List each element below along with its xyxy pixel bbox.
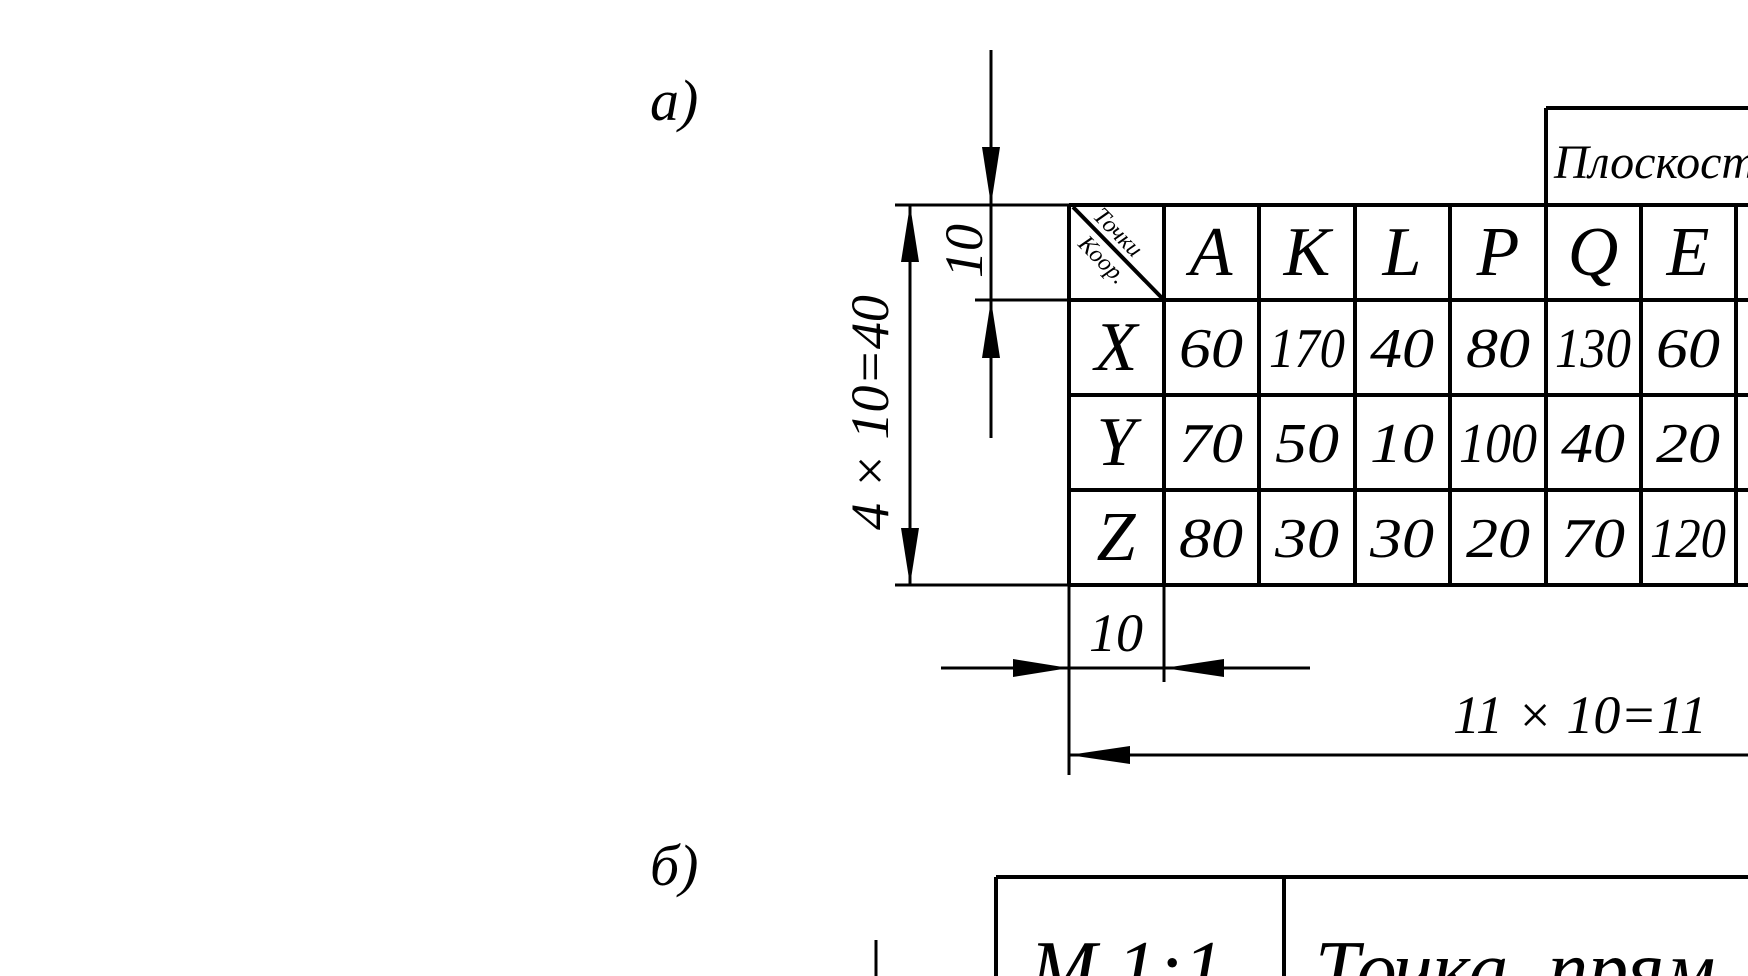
table-cell: 20 <box>1656 413 1720 475</box>
arrow-up-icon <box>901 205 919 262</box>
table-cell: 30 <box>1274 508 1339 570</box>
table-cell: 50 <box>1275 413 1339 475</box>
table-height-dimension: 4 × 10=40 <box>840 205 1069 587</box>
axis-label: Z <box>1097 499 1137 576</box>
axis-label: X <box>1092 309 1141 386</box>
table-cell: 70 <box>1179 413 1243 475</box>
arrow-up-icon <box>982 300 1000 358</box>
table-height-label: 4 × 10=40 <box>840 295 900 530</box>
point-header: E <box>1666 214 1710 291</box>
point-header: Q <box>1568 214 1619 291</box>
table-width-dimension: 11 × 10=11 <box>1069 685 1748 764</box>
table-cell: 100 <box>1459 413 1537 475</box>
table-cell: 60 <box>1179 318 1243 380</box>
table-cell: 70 <box>1561 508 1625 570</box>
title-label: Точка, прям <box>1315 926 1715 976</box>
scale-label: М 1:1 <box>1029 926 1223 976</box>
point-header: K <box>1283 214 1334 291</box>
table-cell: 170 <box>1269 318 1345 380</box>
table-cell: 80 <box>1179 508 1243 570</box>
table-width-label: 11 × 10=11 <box>1453 685 1707 745</box>
coordinate-table: Точки Коор. A K L P Q E X 60 170 40 80 1… <box>1067 203 1748 587</box>
row-height-dimension: 10 <box>895 50 1069 438</box>
column-width-dimension: 10 <box>941 585 1310 775</box>
arrow-down-icon <box>901 528 919 585</box>
row-height-label: 10 <box>934 224 994 278</box>
arrow-left-icon <box>1164 659 1224 677</box>
table-cell: 120 <box>1650 508 1726 570</box>
table-cell: 130 <box>1555 318 1631 380</box>
table-cell: 40 <box>1370 318 1434 380</box>
table-cell: 20 <box>1466 508 1530 570</box>
arrow-right-icon <box>1013 659 1069 677</box>
part-b-label: б) <box>650 833 698 898</box>
arrow-left-icon <box>1069 746 1130 764</box>
group-header-label: Плоскость <box>1553 136 1748 189</box>
table-grid <box>1067 203 1748 587</box>
point-header: P <box>1476 214 1520 291</box>
point-header: A <box>1186 214 1233 291</box>
table-cell: 60 <box>1656 318 1720 380</box>
point-header: L <box>1382 214 1422 291</box>
title-block: М 1:1 Точка, прям <box>874 875 1748 976</box>
group-header: Плоскость <box>1544 106 1748 205</box>
column-width-label: 10 <box>1089 603 1143 663</box>
part-a-label: а) <box>650 68 698 133</box>
axis-label: Y <box>1097 404 1143 481</box>
table-cell: 10 <box>1370 413 1434 475</box>
arrow-down-icon <box>982 147 1000 205</box>
table-cell: 30 <box>1369 508 1434 570</box>
table-cell: 80 <box>1466 318 1530 380</box>
table-cell: 40 <box>1561 413 1625 475</box>
